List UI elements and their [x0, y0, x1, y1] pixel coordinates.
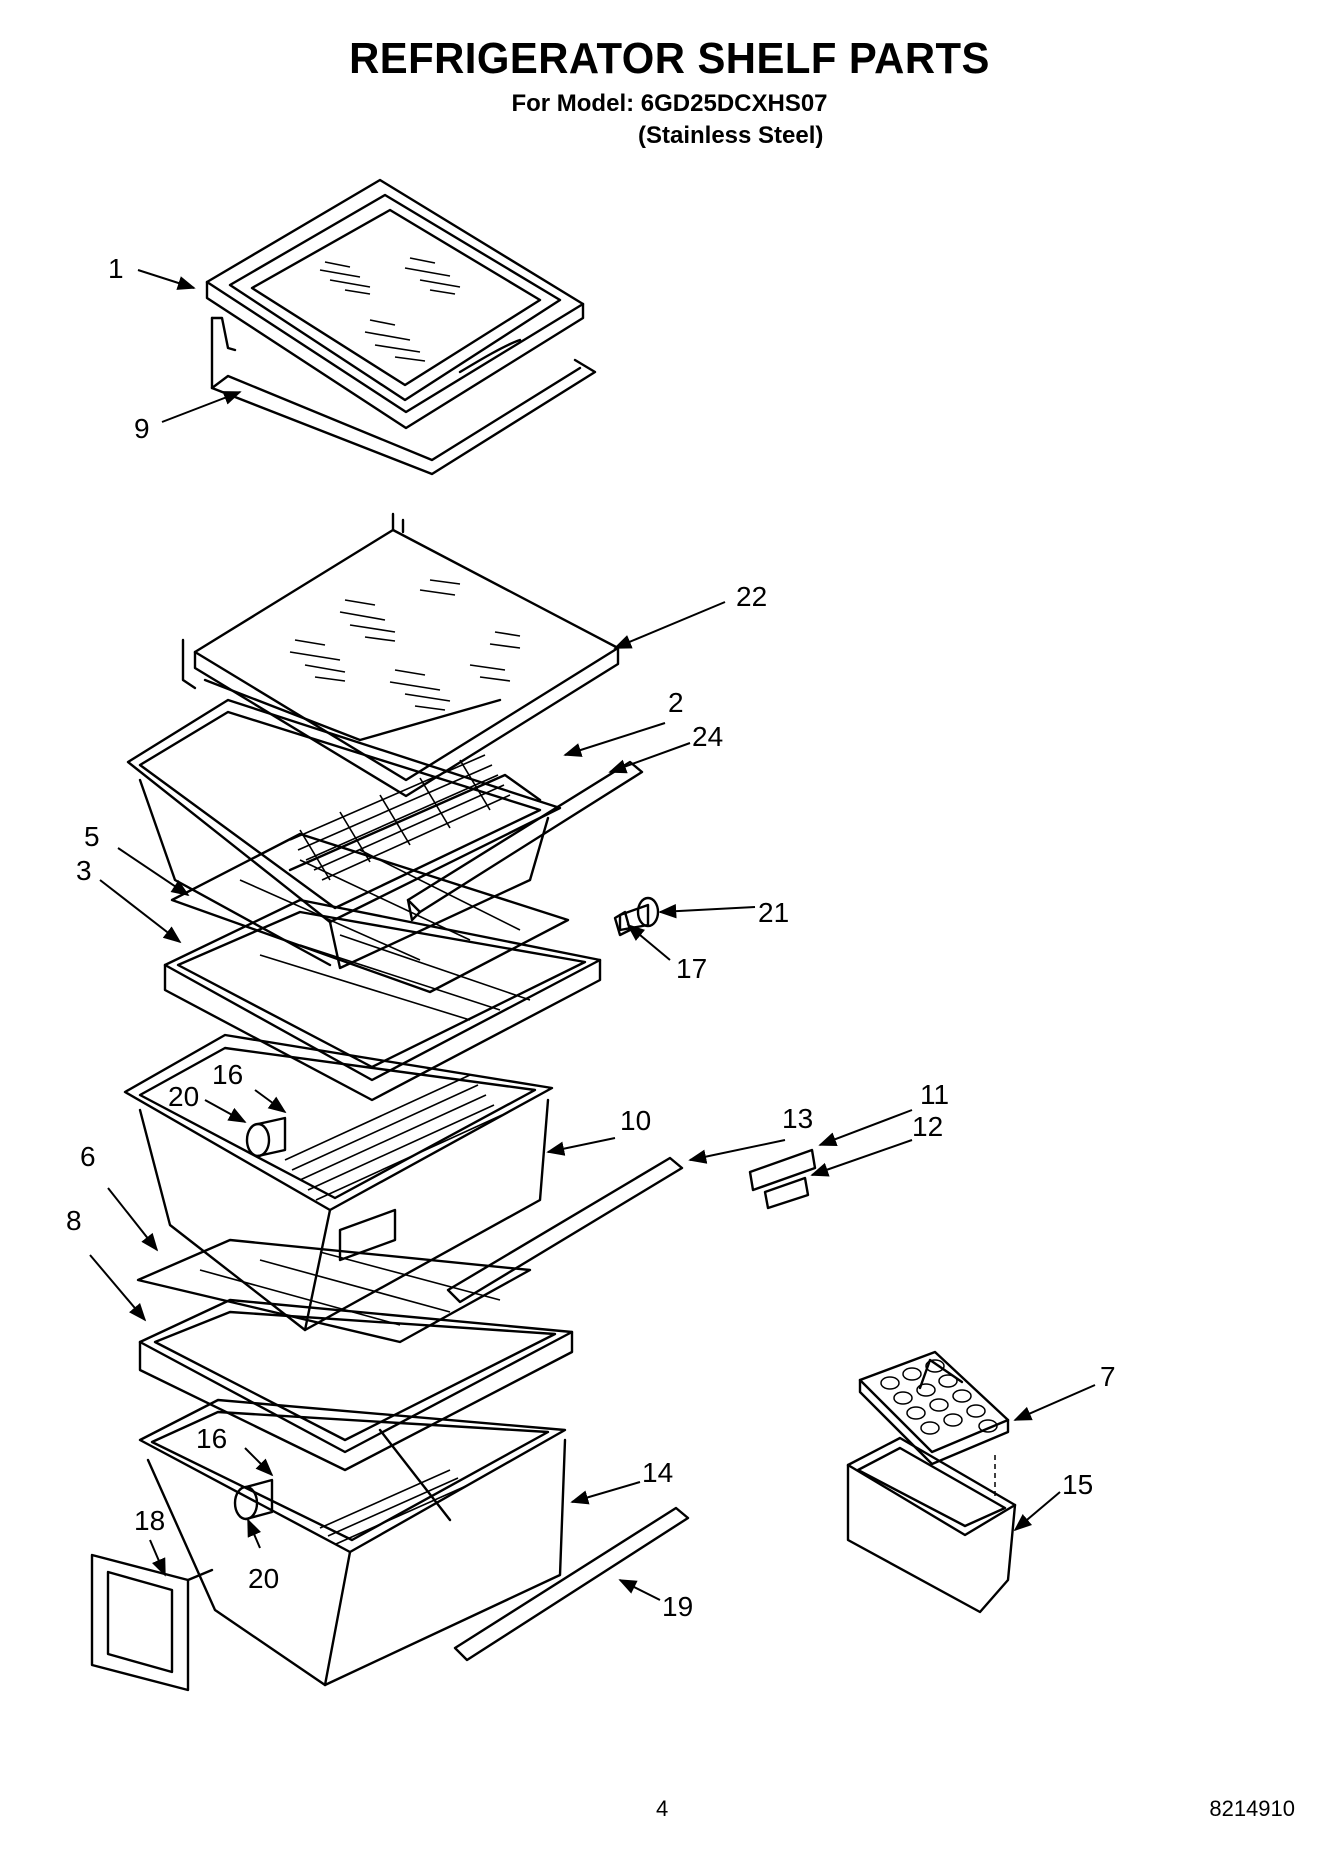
- part-19-trim: [453, 1506, 690, 1662]
- part-7-egg-tray: [858, 1350, 1010, 1466]
- callout-1: 1: [108, 253, 124, 284]
- callout-13: 13: [782, 1103, 813, 1134]
- callout-16b: 16: [196, 1423, 227, 1454]
- callout-5: 5: [84, 821, 100, 852]
- callout-20b: 20: [248, 1563, 279, 1594]
- part-17-screw: [613, 910, 632, 937]
- callout-15: 15: [1062, 1469, 1093, 1500]
- model-line: For Model: 6GD25DCXHS07: [511, 90, 828, 117]
- callout-21: 21: [758, 897, 789, 928]
- callout-11: 11: [920, 1079, 949, 1110]
- callout-19: 19: [662, 1591, 693, 1622]
- callout-3: 3: [76, 855, 92, 886]
- document-number: 8214910: [1209, 1796, 1295, 1821]
- part-22-glass-shelf: [181, 512, 620, 798]
- callout-numbers: 1 9 22 2 24 5 3 21 17 16 20 10 13 11 12 …: [66, 253, 1116, 1622]
- part-12-bracket: [763, 1176, 810, 1210]
- part-15-egg-bin: [846, 1436, 1017, 1614]
- callout-18: 18: [134, 1505, 165, 1536]
- callout-2: 2: [668, 687, 684, 718]
- part-1-glass-shelf: [205, 178, 585, 430]
- part-3-cover-frame: [163, 898, 602, 1102]
- callout-8: 8: [66, 1205, 82, 1236]
- callout-16a: 16: [212, 1059, 243, 1090]
- callout-10: 10: [620, 1105, 651, 1136]
- part-5-crisper-cover-glass: [170, 832, 570, 994]
- part-14-meat-drawer: [138, 1398, 567, 1687]
- callout-14: 14: [642, 1457, 673, 1488]
- part-13-trim: [446, 1156, 684, 1304]
- callout-7: 7: [1100, 1361, 1116, 1392]
- callout-20a: 20: [168, 1081, 199, 1112]
- callout-12: 12: [912, 1111, 943, 1142]
- part-21-roller: [618, 896, 660, 932]
- part-9-shelf-frame: [210, 316, 597, 476]
- part-6-crisper-cover-glass: [136, 1238, 532, 1344]
- callout-leaders: [89, 269, 1096, 1601]
- callout-6: 6: [80, 1141, 96, 1172]
- part-18-label: [90, 1553, 214, 1692]
- finish-line: (Stainless Steel): [638, 122, 824, 149]
- callout-17: 17: [676, 953, 707, 984]
- callout-9: 9: [134, 413, 150, 444]
- page-title: REFRIGERATOR SHELF PARTS: [349, 34, 990, 83]
- page-number: 4: [656, 1796, 669, 1821]
- callout-24: 24: [692, 721, 723, 752]
- callout-22: 22: [736, 581, 767, 612]
